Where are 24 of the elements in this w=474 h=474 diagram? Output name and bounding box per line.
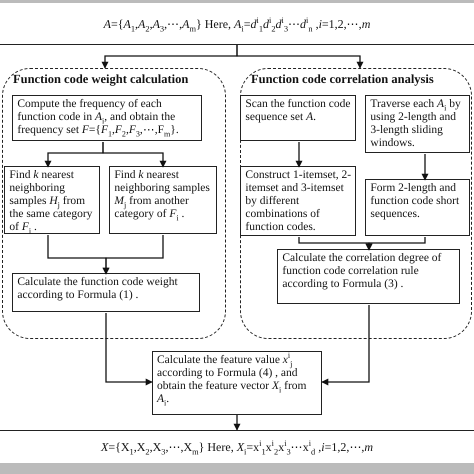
panel-title: Function code correlation analysis [251, 72, 434, 87]
arrow [102, 142, 166, 168]
arrow [234, 415, 240, 431]
arrow [236, 45, 364, 69]
panel-title: Function code weight calculation [13, 72, 188, 87]
process-box: Construct 1-itemset, 2-itemset and 3-itemset by different combinations of function codes. [240, 166, 356, 236]
dashed-panel [240, 68, 472, 339]
process-box: Calculate the correlation degree of function code correlation rule according to Formula (3) . [277, 249, 460, 304]
process-box: Find k nearest neighboring samples H$_{j}$ from the same category of F$_{i}$ . [4, 166, 100, 234]
arrow [105, 313, 153, 386]
arrow [366, 237, 426, 251]
process-box: Traverse each A$_{i}$ by using 2-length and 3-length sliding windows. [365, 95, 470, 154]
dashed-panel [2, 68, 226, 339]
arrow [422, 154, 428, 181]
arrow [102, 235, 164, 275]
process-box: Find k nearest neighboring samples M$_{j}$ from another category of F$_{i}$ . [109, 166, 218, 234]
process-box: Scan the function code sequence set A. [240, 95, 356, 142]
arrow [296, 142, 302, 168]
formula-text: X={X$_{1}$,X$_{2}$,X$_{3}$,⋯,X$_{m}$} Here, X$_{i}$=x$^{i}$$_{1}$x$^{i}$$_{2}$x$^{i}$$_{3}$⋯x$^{i}$$_{d}$ ,i=1,2,⋯,m [100, 440, 374, 454]
process-box: Compute the frequency of each function code in A$_{i}$, and obtain the frequency set F={F$_{1}$,F$_{2}$,F$_{3}$,⋯,F$_{m}$}. [12, 95, 202, 142]
formula-text: A={A$_{1}$,A$_{2}$,A$_{3}$,⋯,A$_{m}$} Here, A$_{i}$=d$^{i}$$_{1}$d$^{i}$$_{2}$d$^{i}$$_{3}$⋯d$^{i}$$_{n}$ ,i=1,2,⋯,m [104, 16, 370, 32]
arrow [321, 305, 370, 386]
process-box: Calculate the function code weight according to Formula (1) . [12, 273, 200, 312]
process-box: Form 2-length and function code short sequences. [365, 179, 470, 236]
